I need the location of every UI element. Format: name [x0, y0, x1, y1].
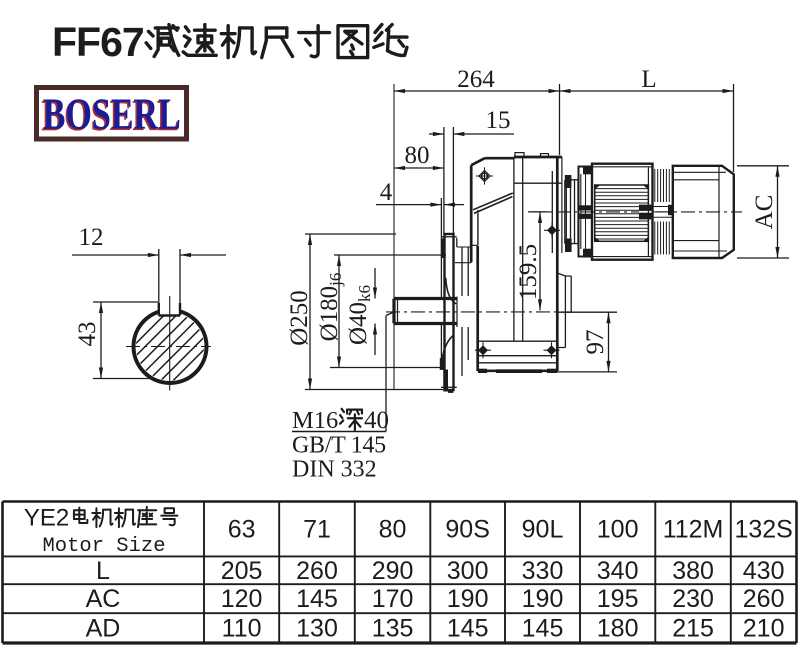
svg-text:80: 80 — [379, 516, 407, 544]
svg-text:BOSERL: BOSERL — [41, 90, 179, 140]
svg-text:AC: AC — [86, 585, 121, 613]
svg-text:BOSERL: BOSERL — [43, 89, 181, 139]
svg-text:195: 195 — [597, 585, 639, 613]
svg-text:132S: 132S — [734, 516, 792, 544]
svg-text:260: 260 — [743, 585, 785, 613]
svg-text:205: 205 — [221, 557, 263, 585]
svg-text:90L: 90L — [522, 516, 564, 544]
svg-text:330: 330 — [522, 557, 564, 585]
svg-text:80: 80 — [405, 142, 430, 169]
svg-text:180: 180 — [597, 614, 639, 642]
svg-text:112M: 112M — [663, 516, 724, 544]
svg-text:215: 215 — [672, 614, 714, 642]
svg-text:M16: M16 — [292, 407, 338, 434]
svg-text:159.5: 159.5 — [515, 244, 542, 300]
svg-text:90S: 90S — [445, 516, 489, 544]
svg-text:300: 300 — [447, 557, 489, 585]
svg-text:210: 210 — [743, 614, 785, 642]
svg-text:Motor Size: Motor Size — [42, 535, 165, 558]
svg-text:FF67: FF67 — [52, 19, 144, 65]
svg-text:340: 340 — [597, 557, 639, 585]
svg-text:110: 110 — [222, 614, 262, 642]
svg-text:AD: AD — [86, 614, 121, 642]
svg-text:135: 135 — [372, 614, 414, 642]
svg-text:100: 100 — [597, 516, 639, 544]
svg-text:4: 4 — [380, 179, 393, 206]
svg-text:15: 15 — [486, 107, 511, 134]
svg-text:L: L — [641, 66, 656, 93]
svg-text:Ø250: Ø250 — [286, 290, 313, 346]
svg-text:12: 12 — [79, 224, 104, 251]
svg-text:264: 264 — [457, 66, 495, 93]
svg-text:145: 145 — [447, 614, 489, 642]
svg-text:430: 430 — [743, 557, 785, 585]
svg-text:43: 43 — [74, 322, 101, 347]
svg-text:YE2: YE2 — [24, 505, 69, 532]
svg-text:DIN 332: DIN 332 — [292, 457, 377, 483]
svg-text:190: 190 — [447, 585, 489, 613]
svg-text:97: 97 — [582, 330, 609, 355]
svg-text:380: 380 — [672, 557, 714, 585]
svg-text:260: 260 — [296, 557, 338, 585]
svg-text:63: 63 — [228, 516, 256, 544]
svg-text:170: 170 — [372, 585, 414, 613]
svg-text:145: 145 — [522, 614, 564, 642]
svg-text:190: 190 — [522, 585, 564, 613]
svg-text:290: 290 — [372, 557, 414, 585]
svg-text:AC: AC — [751, 195, 778, 230]
svg-text:120: 120 — [221, 585, 263, 613]
svg-text:GB/T 145: GB/T 145 — [292, 433, 386, 459]
svg-text:40: 40 — [364, 407, 389, 434]
svg-text:L: L — [96, 557, 110, 585]
svg-text:230: 230 — [672, 585, 714, 613]
svg-text:71: 71 — [303, 516, 331, 544]
svg-text:145: 145 — [296, 585, 338, 613]
svg-text:130: 130 — [296, 614, 338, 642]
